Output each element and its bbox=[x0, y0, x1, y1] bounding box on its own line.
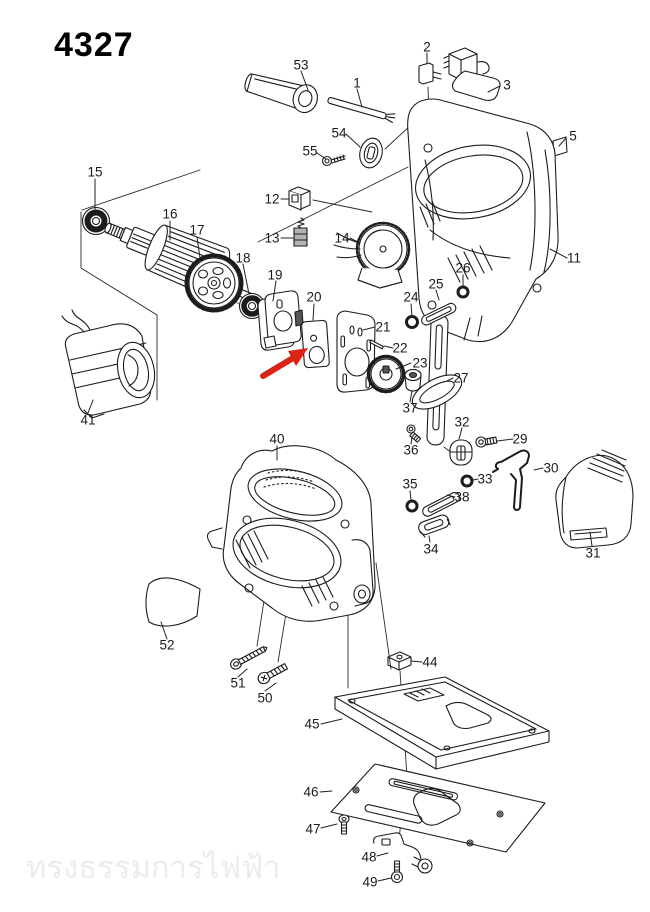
part-label-15: 15 bbox=[87, 164, 103, 180]
part-3-drawing bbox=[443, 47, 501, 101]
part-label-41: 41 bbox=[80, 412, 96, 428]
part-label-54: 54 bbox=[331, 125, 347, 141]
part-label-19: 19 bbox=[267, 267, 283, 283]
part-label-18: 18 bbox=[235, 250, 251, 266]
part-54-drawing bbox=[359, 137, 383, 169]
part-45-drawing bbox=[334, 676, 550, 770]
part-50-drawing bbox=[257, 663, 289, 685]
part-label-2: 2 bbox=[423, 39, 431, 55]
part-label-47: 47 bbox=[305, 821, 321, 837]
part-label-12: 12 bbox=[264, 191, 280, 207]
part-label-11: 11 bbox=[566, 250, 582, 266]
part-label-24: 24 bbox=[403, 289, 419, 305]
part-label-44: 44 bbox=[422, 654, 438, 670]
part-label-21: 21 bbox=[375, 319, 391, 335]
part-label-37: 37 bbox=[402, 400, 418, 416]
part-12-drawing bbox=[288, 186, 311, 211]
model-title: 4327 bbox=[54, 26, 134, 64]
part-label-36: 36 bbox=[403, 442, 419, 458]
part-label-45: 45 bbox=[304, 716, 320, 732]
part-label-27: 27 bbox=[453, 370, 469, 386]
leader-lines bbox=[87, 52, 593, 882]
part-32-drawing bbox=[449, 439, 473, 466]
part-40-drawing bbox=[206, 445, 376, 622]
part-label-20: 20 bbox=[306, 289, 322, 305]
part-19-drawing bbox=[257, 290, 304, 351]
part-51-drawing bbox=[230, 646, 268, 670]
part-label-31: 31 bbox=[585, 545, 601, 561]
part-label-33: 33 bbox=[477, 471, 493, 487]
part-label-38: 38 bbox=[454, 489, 470, 505]
part-22-drawing bbox=[369, 339, 384, 350]
watermark-text: ทรงธรรมการไฟฟ้า bbox=[26, 850, 281, 885]
part-25-drawing bbox=[421, 302, 457, 326]
part-label-5: 5 bbox=[569, 128, 577, 144]
part-23-drawing bbox=[366, 354, 406, 394]
part-label-50: 50 bbox=[257, 690, 273, 706]
part-label-13: 13 bbox=[264, 230, 280, 246]
part-41-drawing bbox=[61, 309, 156, 419]
part-label-22: 22 bbox=[392, 340, 408, 356]
part-49-drawing bbox=[390, 860, 404, 884]
part-29-drawing bbox=[475, 436, 498, 448]
part-label-1: 1 bbox=[353, 75, 361, 91]
part-20-drawing bbox=[301, 319, 330, 369]
part-2-drawing bbox=[418, 62, 442, 85]
part-label-48: 48 bbox=[361, 849, 377, 865]
part-11-drawing bbox=[407, 98, 559, 343]
part-label-16: 16 bbox=[162, 206, 178, 222]
part-13-drawing bbox=[293, 217, 308, 247]
part-21-drawing bbox=[336, 310, 376, 393]
part-52-drawing bbox=[145, 577, 201, 627]
part-label-49: 49 bbox=[362, 874, 378, 890]
part-55-drawing bbox=[321, 154, 346, 167]
part-label-30: 30 bbox=[543, 460, 559, 476]
part-label-29: 29 bbox=[512, 431, 528, 447]
part-label-34: 34 bbox=[423, 541, 439, 557]
part-label-55: 55 bbox=[302, 143, 318, 159]
highlight-arrow bbox=[260, 348, 308, 379]
part-27-drawing bbox=[411, 314, 463, 446]
part-label-23: 23 bbox=[412, 355, 428, 371]
part-53-drawing bbox=[244, 73, 318, 114]
part-label-25: 25 bbox=[428, 276, 444, 292]
part-47-drawing bbox=[338, 814, 350, 835]
part-label-53: 53 bbox=[293, 57, 309, 73]
part-label-46: 46 bbox=[303, 784, 319, 800]
part-14-drawing bbox=[333, 221, 411, 289]
part-label-52: 52 bbox=[159, 637, 175, 653]
part-31-drawing bbox=[555, 449, 634, 549]
part-label-14: 14 bbox=[334, 230, 350, 246]
part-48-drawing bbox=[373, 832, 433, 874]
part-36-drawing bbox=[406, 424, 422, 443]
part-15-drawing bbox=[81, 206, 111, 236]
part-44-drawing bbox=[387, 651, 412, 671]
part-label-35: 35 bbox=[402, 476, 418, 492]
part-37-drawing bbox=[404, 368, 422, 392]
part-label-17: 17 bbox=[189, 222, 205, 238]
part-label-32: 32 bbox=[454, 414, 470, 430]
part-label-40: 40 bbox=[269, 431, 285, 447]
part-35-drawing bbox=[405, 499, 419, 513]
part-label-3: 3 bbox=[503, 77, 511, 93]
part-1-drawing bbox=[327, 97, 396, 124]
part-33-drawing bbox=[460, 474, 474, 488]
part-label-26: 26 bbox=[455, 260, 471, 276]
part-24-drawing bbox=[405, 315, 419, 329]
part-34-drawing bbox=[418, 514, 451, 538]
part-46-drawing bbox=[330, 763, 546, 853]
part-label-51: 51 bbox=[230, 675, 246, 691]
part-30-drawing bbox=[492, 449, 530, 511]
